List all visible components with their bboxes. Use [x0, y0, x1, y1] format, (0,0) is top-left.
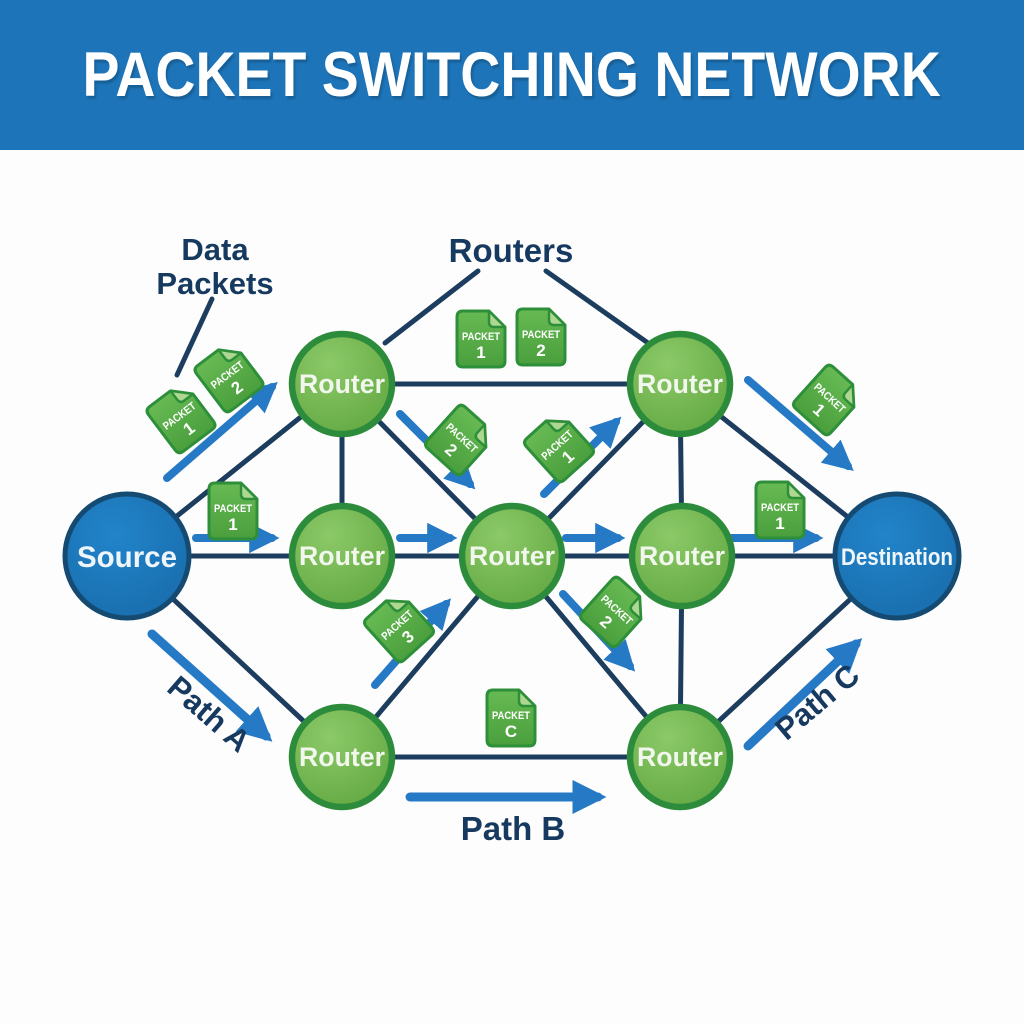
router-node-label: Router — [637, 742, 723, 772]
router-nodes: Router Router Router Router Router Route… — [288, 330, 736, 811]
packet-title: PACKET — [462, 331, 500, 343]
packet-icon: PACKET 3 — [363, 599, 435, 664]
path-a-arrow — [147, 629, 273, 742]
router-node-label: Router — [639, 541, 725, 571]
packet-icon: PACKET 2 — [424, 403, 488, 477]
router-bottom-right: Router — [626, 703, 734, 811]
data-packets-pointer-line — [174, 296, 215, 378]
destination-node-label: Destination — [841, 544, 953, 571]
router-node-label: Router — [637, 369, 723, 399]
path-c-arrow — [743, 638, 863, 751]
packet-number: 1 — [476, 343, 485, 362]
routers-pointer-line-right — [543, 268, 651, 346]
routers-pointer-line-left — [382, 268, 481, 346]
packet-number: 2 — [536, 341, 545, 360]
router-node-label: Router — [299, 541, 385, 571]
router-top-right: Router — [626, 330, 734, 438]
path-c-label: Path C — [768, 657, 866, 747]
endpoint-nodes: Source Destination — [62, 491, 962, 621]
routers-label: Routers — [449, 232, 574, 269]
router-node-label: Router — [299, 742, 385, 772]
router-mid-left: Router — [288, 502, 396, 610]
packet-number: C — [505, 722, 517, 741]
arrow-r2-to-destination — [744, 376, 854, 471]
packet-number: 1 — [228, 515, 237, 534]
packet-title: PACKET — [522, 329, 560, 341]
router-node-label: Router — [299, 369, 385, 399]
packet-icon: PACKET 1 — [792, 363, 856, 437]
path-b-label: Path B — [461, 810, 566, 847]
packet-icon: PACKET 1 — [145, 389, 217, 455]
packet-icon: PACKET 2 — [193, 348, 265, 414]
packet-icons: PACKET 1 PACKET 2 PACKET 1 PACKET 2 — [145, 307, 856, 748]
destination-node: Destination — [832, 491, 962, 621]
packet-icon: PACKET 1 — [754, 480, 806, 540]
router-bottom-left: Router — [288, 703, 396, 811]
router-mid-right: Router — [628, 502, 736, 610]
packet-title: PACKET — [492, 710, 530, 722]
packet-icon: PACKET 2 — [515, 307, 567, 367]
router-node-label: Router — [469, 541, 555, 571]
data-packets-label-line2: Packets — [156, 266, 273, 301]
arrow-source-to-r1 — [163, 382, 278, 482]
packet-icon: PACKET 2 — [579, 575, 643, 649]
packet-icon: PACKET 1 — [207, 481, 259, 541]
packet-number: 1 — [775, 514, 784, 533]
data-packets-label-line1: Data — [181, 232, 249, 267]
router-center: Router — [458, 502, 566, 610]
router-top-left: Router — [288, 330, 396, 438]
packet-icon: PACKET 1 — [455, 309, 507, 369]
pointer-lines — [174, 268, 651, 378]
source-node: Source — [62, 491, 192, 621]
packet-icon: PACKET 1 — [523, 419, 595, 484]
packet-title: PACKET — [214, 503, 252, 515]
page-title: PACKET SWITCHING NETWORK — [82, 40, 942, 110]
source-node-label: Source — [77, 541, 177, 574]
packet-icon: PACKET C — [485, 688, 537, 748]
title-banner: PACKET SWITCHING NETWORK — [0, 0, 1024, 150]
packet-title: PACKET — [761, 502, 799, 514]
